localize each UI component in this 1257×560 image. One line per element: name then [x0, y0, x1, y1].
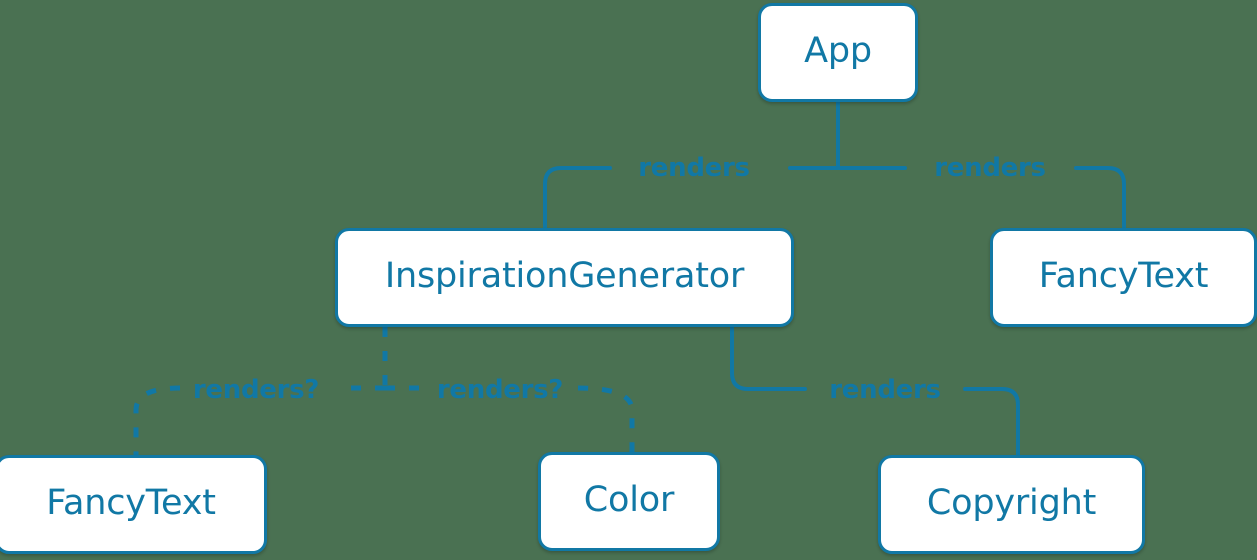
node-app[interactable]: App: [758, 3, 918, 102]
node-copyright-label: Copyright: [926, 483, 1097, 523]
edge-app-to-fancytext-right: [836, 166, 1126, 230]
edge-inspirationgenerator-to-fancytext-bottom: [133, 385, 385, 455]
edge-label-app-renders-inspirationgenerator: renders: [638, 153, 750, 183]
node-fancytext-right[interactable]: FancyText: [990, 228, 1257, 327]
edge-label-app-renders-fancytext: renders: [934, 153, 1046, 183]
edge-label-inspirationgenerator-renders-copyright: renders: [829, 375, 941, 405]
node-fancytext-right-label: FancyText: [1038, 256, 1209, 296]
edge-label-inspirationgenerator-renders-fancytext: renders?: [192, 375, 320, 405]
edge-inspirationgenerator-to-color: [385, 385, 635, 452]
edge-label-inspirationgenerator-renders-color: renders?: [436, 375, 564, 405]
node-app-label: App: [804, 31, 872, 71]
node-fancytext-bottom[interactable]: FancyText: [0, 455, 267, 554]
node-copyright[interactable]: Copyright: [878, 455, 1145, 554]
edge-app-to-inspirationgenerator: [543, 166, 840, 230]
node-inspirationgenerator[interactable]: InspirationGenerator: [335, 228, 794, 327]
node-inspirationgenerator-label: InspirationGenerator: [384, 256, 745, 296]
node-color-label: Color: [583, 480, 675, 520]
edge-inspirationgenerator-to-copyright: [730, 325, 1020, 457]
node-color[interactable]: Color: [538, 452, 720, 551]
node-fancytext-bottom-label: FancyText: [46, 483, 216, 523]
